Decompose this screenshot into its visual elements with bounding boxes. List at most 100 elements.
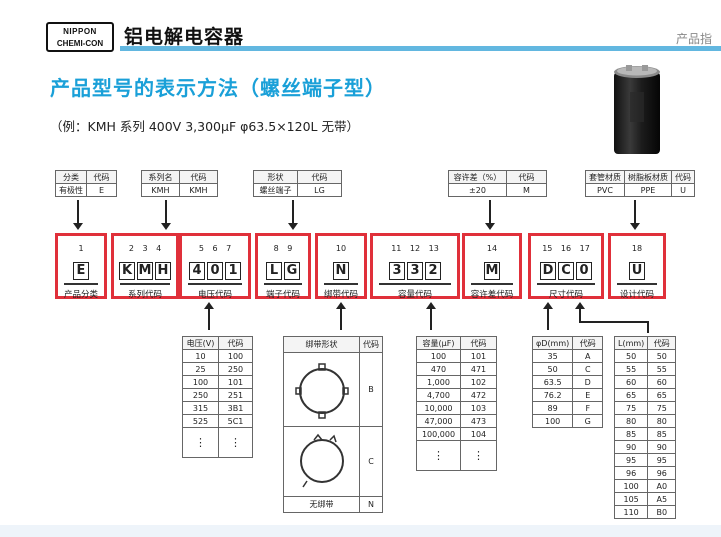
code-label: 尺寸代码: [548, 290, 583, 300]
table-cell: 螺丝端子: [253, 183, 298, 197]
table-cell: PVC: [585, 183, 625, 197]
table-cell: A: [572, 349, 604, 363]
header-cell: 代码: [218, 336, 253, 350]
header-cell: 绑带形状: [283, 336, 360, 353]
header-cell: 容量(μF): [416, 336, 461, 350]
table-cell: 76.2: [531, 388, 574, 402]
header-cell: L(mm): [613, 336, 649, 350]
table-cell: 60: [647, 375, 677, 389]
table-cell: G: [572, 414, 604, 428]
code-letter: 0: [576, 262, 592, 280]
header-cell: 电压(V): [182, 336, 219, 350]
code-letter: C: [558, 262, 574, 280]
digit-positions: 10: [335, 244, 347, 253]
code-letter: M: [484, 262, 500, 280]
header-cell: 代码: [572, 336, 604, 350]
code-box-terminal: 8 9 L G 端子代码: [255, 233, 311, 300]
ellipsis-cell: ⋮: [218, 427, 253, 458]
table-cell: 470: [416, 362, 461, 376]
table-cell: 473: [460, 414, 497, 428]
table-cell: 250: [218, 362, 253, 376]
table-cell: 50: [613, 349, 649, 363]
digit-positions: 14: [486, 244, 498, 253]
table-cell: D: [572, 375, 604, 389]
up-arrow-icon: [336, 302, 346, 330]
code-box-series: 2 3 4 K M H 系列代码: [111, 233, 179, 300]
header-cell: 代码: [506, 170, 547, 184]
code-box-voltage: 5 6 7 4 0 1 电压代码: [179, 233, 251, 300]
table-cell: 25: [182, 362, 219, 376]
table-cell: 无绑带: [283, 496, 360, 513]
header-cell: 套管材质: [585, 170, 625, 184]
table-cell: 85: [613, 427, 649, 441]
table-cell: 100: [218, 349, 253, 363]
code-letter: L: [266, 262, 282, 280]
table-cell: 63.5: [531, 375, 574, 389]
code-letter: H: [155, 262, 171, 280]
table-cell: 55: [647, 362, 677, 376]
digit-positions: 18: [631, 244, 643, 253]
header-cell: 分类: [55, 170, 87, 184]
table-cell: 110: [613, 505, 649, 519]
code-label: 容许差代码: [470, 290, 514, 300]
code-letter: 1: [225, 262, 241, 280]
table-cell: 95: [613, 453, 649, 467]
table-cell: 90: [613, 440, 649, 454]
connector-line: [579, 321, 649, 323]
table-cell: ±20: [448, 183, 507, 197]
table-cell: 5C1: [218, 414, 253, 428]
underline: [188, 283, 242, 285]
connector-line: [647, 321, 649, 333]
header-right-text: 产品指: [676, 32, 713, 46]
table-cell: 95: [647, 453, 677, 467]
header-cell: 代码: [179, 170, 218, 184]
code-letter: 0: [207, 262, 223, 280]
table-cell: 472: [460, 388, 497, 402]
up-arrow-icon: [204, 302, 214, 330]
table-cell: 100: [613, 479, 649, 493]
down-arrow-icon: [288, 200, 298, 230]
table-cell: 85: [647, 427, 677, 441]
table-cell: 102: [460, 375, 497, 389]
digit-positions: 1: [78, 244, 84, 253]
table-cell: 47,000: [416, 414, 461, 428]
table-cell: 100,000: [416, 427, 461, 441]
code-letter: 3: [389, 262, 405, 280]
header-cell: 代码: [297, 170, 342, 184]
table-cell: KMH: [141, 183, 180, 197]
table-cell: 251: [218, 388, 253, 402]
header-cell: 树脂板材质: [624, 170, 672, 184]
digit-positions: 15 16 17: [542, 244, 590, 253]
digit-positions: 5 6 7: [198, 244, 232, 253]
ellipsis-cell: ⋮: [182, 427, 219, 458]
table-cell: 60: [613, 375, 649, 389]
code-label: 端子代码: [265, 290, 300, 300]
header-cell: 形状: [253, 170, 298, 184]
table-cell: 4,700: [416, 388, 461, 402]
down-arrow-icon: [485, 200, 495, 230]
table-cell: 315: [182, 401, 219, 415]
table-cell: 89: [531, 401, 574, 415]
table-cell: 104: [460, 427, 497, 441]
example-text: （例：KMH 系列 400V 3,300μF φ63.5×120L 无带）: [50, 119, 359, 134]
table-cell: 50: [531, 362, 574, 376]
table-cell: 105: [613, 492, 649, 506]
table-cell: E: [572, 388, 604, 402]
table-cell: M: [506, 183, 547, 197]
table-cell: 80: [613, 414, 649, 428]
table-cell: C: [359, 426, 383, 497]
table-cell: B: [359, 352, 383, 427]
code-label: 设计代码: [619, 290, 654, 300]
table-cell: N: [359, 496, 383, 513]
table-cell: 96: [613, 466, 649, 480]
table-cell: 65: [613, 388, 649, 402]
down-arrow-icon: [630, 200, 640, 230]
up-arrow-icon: [543, 302, 553, 330]
table-cell: U: [671, 183, 695, 197]
